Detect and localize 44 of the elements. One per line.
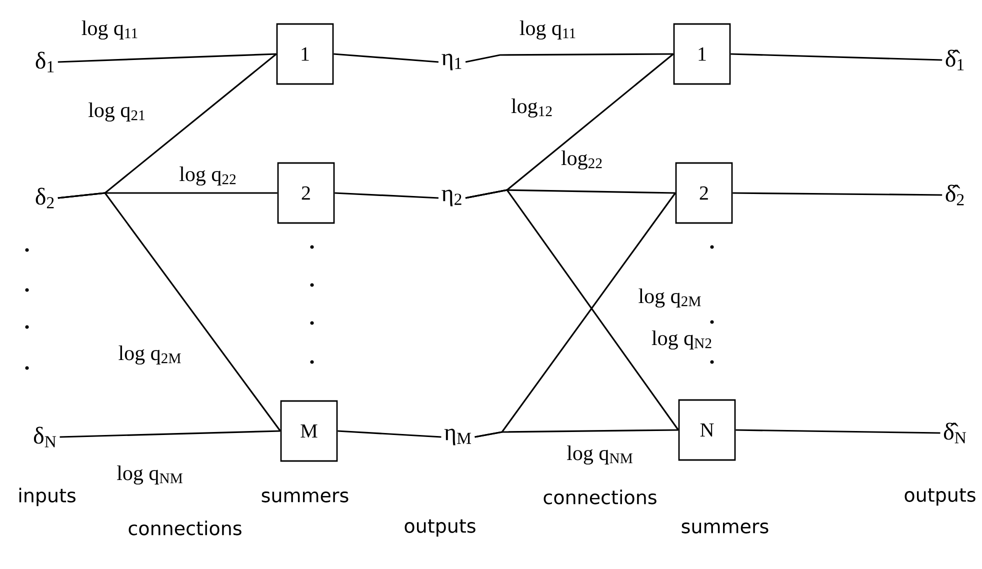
caption-label: outputs: [904, 488, 976, 506]
edge-label: log q$_{2M}$: [118, 345, 181, 365]
edge-label: log q$_{22}$: [180, 166, 236, 186]
signal-label: δ̂$_{2}$: [946, 184, 964, 206]
signal-label: δ$_{2}$: [36, 188, 54, 208]
connection-line: [60, 430, 280, 438]
signal-label: δ̂$_{N}$: [944, 422, 966, 444]
signal-label: δ$_{1}$: [36, 52, 54, 72]
connection-line: [338, 430, 442, 438]
caption-label: summers: [262, 492, 348, 502]
signal-label: η$_{2}$: [442, 190, 462, 206]
connection-line: [334, 192, 439, 199]
edge-label: log$_{22}$: [561, 150, 602, 170]
signal-label: η$_{1}$: [442, 54, 462, 70]
edge-label: log$_{12}$: [511, 98, 552, 118]
signal-label: η$_{M}$: [444, 428, 471, 446]
edge-label: log q$_{N2}$: [652, 330, 712, 350]
caption-label: inputs: [19, 488, 76, 506]
edge-label: log q$_{11}$: [520, 20, 576, 40]
caption-label: connections: [544, 490, 656, 504]
edge-label: log q$_{NM}$: [567, 445, 632, 465]
caption-label: summers: [682, 522, 768, 534]
summer-box: M: [280, 400, 338, 462]
caption-label: connections: [128, 520, 242, 536]
edge-label: log q$_{21}$: [88, 102, 144, 122]
connection-line: [334, 53, 439, 63]
summer-box: 2: [675, 162, 733, 224]
edge-label: log q$_{NM}$: [117, 465, 182, 485]
connection-line: [730, 53, 942, 61]
edge-label: log q$_{2M}$: [638, 288, 701, 308]
signal-label: δ̂$_{1}$: [946, 50, 964, 70]
signal-label: δ$_{N}$: [34, 426, 56, 448]
connection-line: [732, 192, 942, 196]
summer-box: 1: [276, 23, 334, 85]
summer-box: N: [678, 399, 736, 461]
connection-line: [58, 53, 276, 63]
connection-line: [465, 53, 674, 63]
summer-box: 2: [277, 162, 335, 224]
connection-line: [736, 429, 940, 434]
caption-label: outputs: [404, 519, 476, 537]
edge-label: log q$_{11}$: [82, 20, 138, 40]
connection-line: [474, 429, 678, 438]
connection-line: [58, 192, 281, 432]
summer-box: 1: [673, 23, 731, 85]
